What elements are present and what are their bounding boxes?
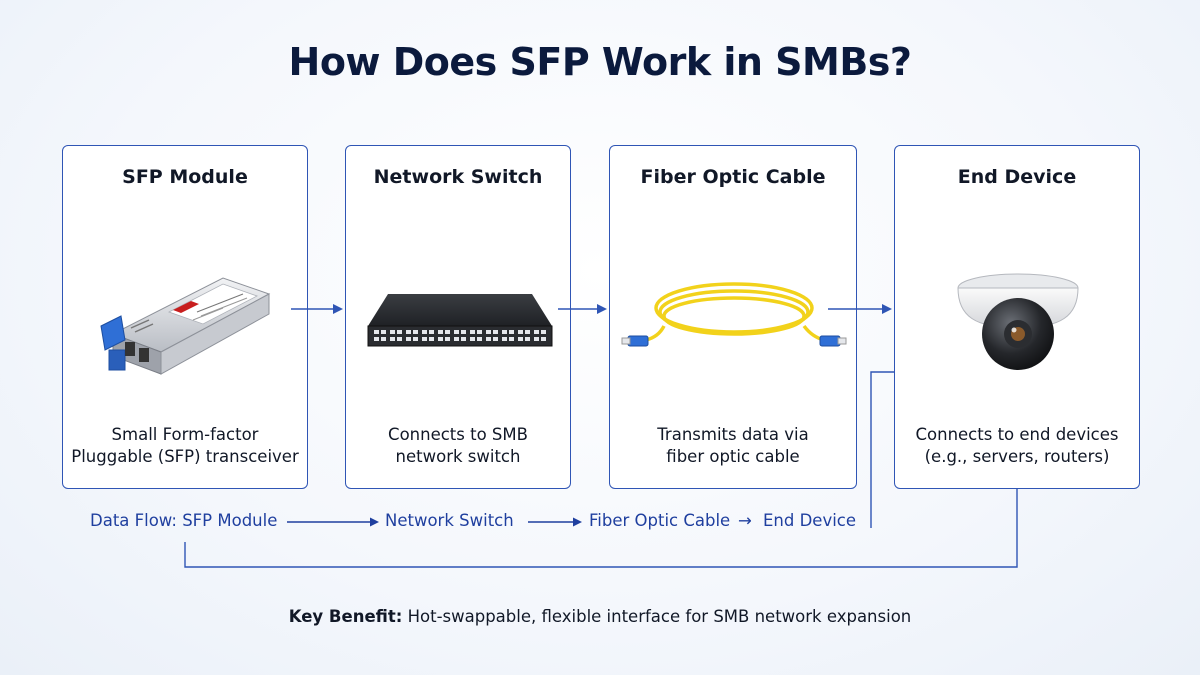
- card-title: End Device: [957, 166, 1077, 188]
- page-title: How Does SFP Work in SMBs?: [288, 40, 912, 84]
- card-description: Connects to SMB network switch: [388, 425, 528, 466]
- flow-step-end-device: End Device: [763, 511, 857, 530]
- network-switch-icon: [356, 216, 560, 436]
- fiber-cable-icon: [620, 216, 847, 436]
- card-title: SFP Module: [122, 166, 248, 188]
- card-description: Connects to end devices (e.g., servers, …: [915, 425, 1119, 466]
- card-fiber-optic-cable: Fiber Optic Cable Transmits data via fib…: [609, 145, 857, 489]
- key-benefit-text: Hot-swappable, flexible interface for SM…: [402, 607, 912, 626]
- flow-arrow-text: →: [738, 511, 752, 530]
- card-title: Network Switch: [373, 166, 543, 188]
- card-network-switch: Network Switch: [345, 145, 571, 489]
- card-sfp-module: SFP Module: [62, 145, 308, 489]
- key-benefit: Key Benefit: Hot-swappable, flexible int…: [0, 607, 1200, 626]
- flow-step-network-switch: Network Switch: [385, 511, 514, 530]
- card-end-device: End Device Connects to end dev: [894, 145, 1140, 489]
- sfp-transceiver-icon: [73, 216, 297, 436]
- dome-camera-icon: [905, 216, 1129, 436]
- flow-step-fiber-optic-cable: Fiber Optic Cable: [589, 511, 731, 530]
- key-benefit-label: Key Benefit:: [288, 607, 403, 626]
- flow-label: Data Flow: SFP Module: [90, 511, 278, 530]
- flow-loop-right: [870, 371, 894, 528]
- card-description: Small Form-factor Pluggable (SFP) transc…: [71, 425, 299, 466]
- card-title: Fiber Optic Cable: [640, 166, 826, 188]
- card-description: Transmits data via fiber optic cable: [657, 425, 809, 466]
